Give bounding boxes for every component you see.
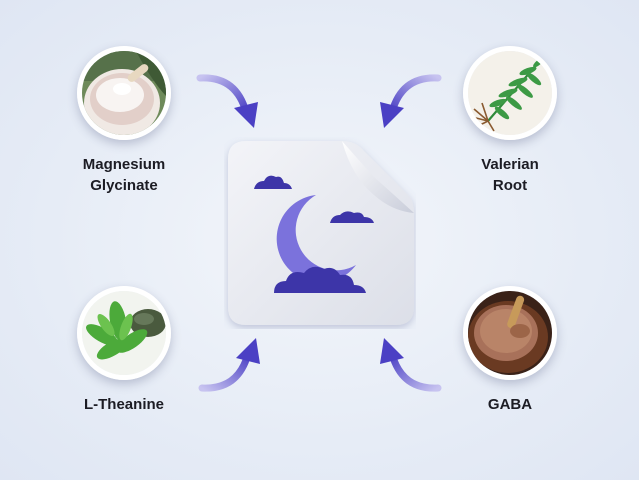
arrow-bottom-right xyxy=(380,338,442,392)
cloud-bottom-icon xyxy=(274,266,366,293)
arrow-top-right xyxy=(380,74,442,128)
sleep-document-icon xyxy=(228,141,414,325)
magnesium-powder-image xyxy=(77,46,171,140)
ingredient-label: Valerian Root xyxy=(481,156,539,194)
green-tea-image xyxy=(77,286,171,380)
gaba-powder-image xyxy=(463,286,557,380)
cloud-right-icon xyxy=(330,211,374,223)
valerian-root-image xyxy=(463,46,557,140)
ingredient-gaba: GABA xyxy=(430,286,590,415)
cloud-small-icon xyxy=(254,175,292,189)
ingredient-label: Magnesium Glycinate xyxy=(82,156,166,194)
arrow-top-left xyxy=(196,74,258,128)
ingredient-magnesium-glycinate: Magnesium Glycinate xyxy=(44,46,204,196)
arrow-bottom-left xyxy=(198,338,260,392)
ingredient-l-theanine: L-Theanine xyxy=(44,286,204,415)
ingredient-label: L-Theanine xyxy=(83,396,164,413)
ingredient-label: GABA xyxy=(487,396,533,413)
ingredient-valerian-root: Valerian Root xyxy=(430,46,590,196)
